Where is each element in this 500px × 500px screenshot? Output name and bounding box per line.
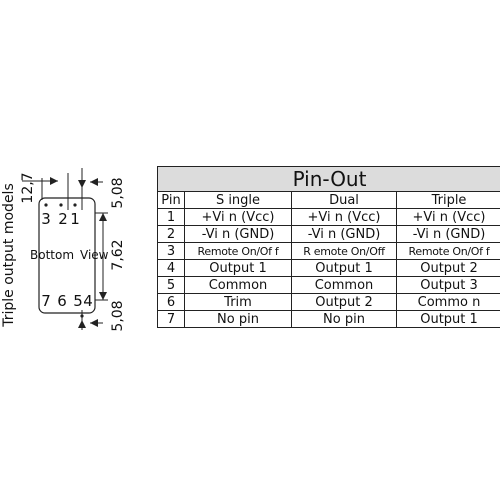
table-row: 7 No pin No pin Output 1 <box>157 310 500 328</box>
pin-number-6: 6 <box>57 292 67 310</box>
cell-pin: 6 <box>157 293 185 311</box>
pin-number-4: 4 <box>83 292 93 310</box>
cell-pin: 7 <box>157 310 185 328</box>
cell-pin: 5 <box>157 276 185 294</box>
cell-single: No pin <box>184 310 292 328</box>
dim-middle-arrow-up <box>99 213 107 221</box>
header-triple: Triple <box>395 191 500 209</box>
pin-dot <box>73 203 77 207</box>
cell-pin: 1 <box>157 208 185 226</box>
table-row: 4 Output 1 Output 1 Output 2 <box>157 259 500 277</box>
cell-dual: Output 2 <box>291 293 397 311</box>
view-label-view: View <box>80 248 109 262</box>
cell-triple: +Vi n (Vcc) <box>395 208 500 226</box>
table-row: 3 Remote On/Of f R emote On/Off Remote O… <box>157 242 500 260</box>
table-title-row: Pin-Out <box>156 166 500 192</box>
dim-top-arrow <box>90 178 98 186</box>
cell-single: -Vi n (GND) <box>184 225 292 243</box>
table-row: 5 Common Common Output 3 <box>157 276 500 294</box>
pin-out-table: Pin-Out Pin S ingle Dual Triple 1 +Vi n … <box>156 166 500 328</box>
side-label: Triple output models <box>1 183 17 328</box>
cell-triple: Output 3 <box>395 276 500 294</box>
cell-dual: -Vi n (GND) <box>291 225 397 243</box>
pin-dot <box>59 203 63 207</box>
cell-dual: No pin <box>291 310 397 328</box>
header-single: S ingle <box>184 191 292 209</box>
pin-number-7: 7 <box>41 292 51 310</box>
cell-triple: Output 2 <box>395 259 500 277</box>
cell-pin: 2 <box>157 225 185 243</box>
table-row: 6 Trim Output 2 Commo n <box>157 293 500 311</box>
dim-width-arrow <box>50 177 58 185</box>
cell-triple: Output 1 <box>395 310 500 328</box>
table-row: 2 -Vi n (GND) -Vi n (GND) -Vi n (GND) <box>157 225 500 243</box>
cell-pin: 3 <box>157 242 185 260</box>
table-row: 1 +Vi n (Vcc) +Vi n (Vcc) +Vi n (Vcc) <box>157 208 500 226</box>
cell-single: +Vi n (Vcc) <box>184 208 292 226</box>
arrow-down-b <box>78 180 86 188</box>
pin-number-5: 5 <box>73 292 83 310</box>
cell-triple: Commo n <box>395 293 500 311</box>
cell-single: Remote On/Of f <box>184 242 292 260</box>
dim-width-label: 12,7 <box>20 172 36 203</box>
header-dual: Dual <box>291 191 397 209</box>
cell-triple: -Vi n (GND) <box>395 225 500 243</box>
pin-number-1: 1 <box>70 210 80 228</box>
cell-dual: R emote On/Off <box>291 242 397 260</box>
cell-dual: Common <box>291 276 397 294</box>
dim-bottom-label: 5,08 <box>110 300 126 331</box>
cell-dual: +Vi n (Vcc) <box>291 208 397 226</box>
dim-top-label: 5,08 <box>110 177 126 208</box>
dim-middle-label: 7,62 <box>110 239 126 270</box>
cell-triple: Remote On/Of f <box>395 242 500 260</box>
cell-pin: 4 <box>157 259 185 277</box>
view-label-bottom: Bottom <box>30 248 74 262</box>
cell-single: Common <box>184 276 292 294</box>
dim-middle-arrow-down <box>99 292 107 300</box>
cell-dual: Output 1 <box>291 259 397 277</box>
header-pin: Pin <box>157 191 185 209</box>
cell-single: Trim <box>184 293 292 311</box>
table-title: Pin-Out <box>156 166 500 192</box>
table-header-row: Pin S ingle Dual Triple <box>157 191 500 209</box>
pin-number-2: 2 <box>58 210 68 228</box>
dim-bottom-arrow <box>90 319 98 327</box>
pin-number-3: 3 <box>41 210 51 228</box>
pin-dot <box>44 203 48 207</box>
cell-single: Output 1 <box>184 259 292 277</box>
package-outline <box>38 197 96 314</box>
arrow-up-bottom <box>78 320 86 328</box>
